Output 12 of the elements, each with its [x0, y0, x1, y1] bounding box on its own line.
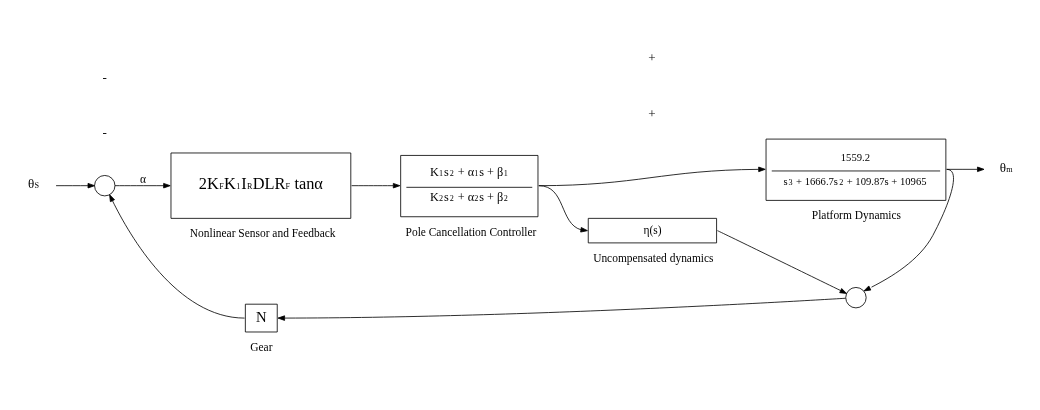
edge-label: α — [139, 172, 146, 185]
label: + — [648, 105, 656, 121]
node-label: Pole Cancellation Controller — [405, 225, 537, 238]
label: + — [648, 49, 656, 65]
node-label: Gear — [250, 340, 273, 353]
node-text: θS — [27, 175, 40, 191]
label: - — [102, 69, 107, 85]
label: - — [102, 124, 107, 140]
node-label: Nonlinear Sensor and Feedback — [189, 226, 336, 239]
node-label: Uncompensated dynamics — [593, 251, 714, 264]
node-label: Platform Dynamics — [811, 208, 902, 221]
node-text: θm — [999, 159, 1013, 175]
